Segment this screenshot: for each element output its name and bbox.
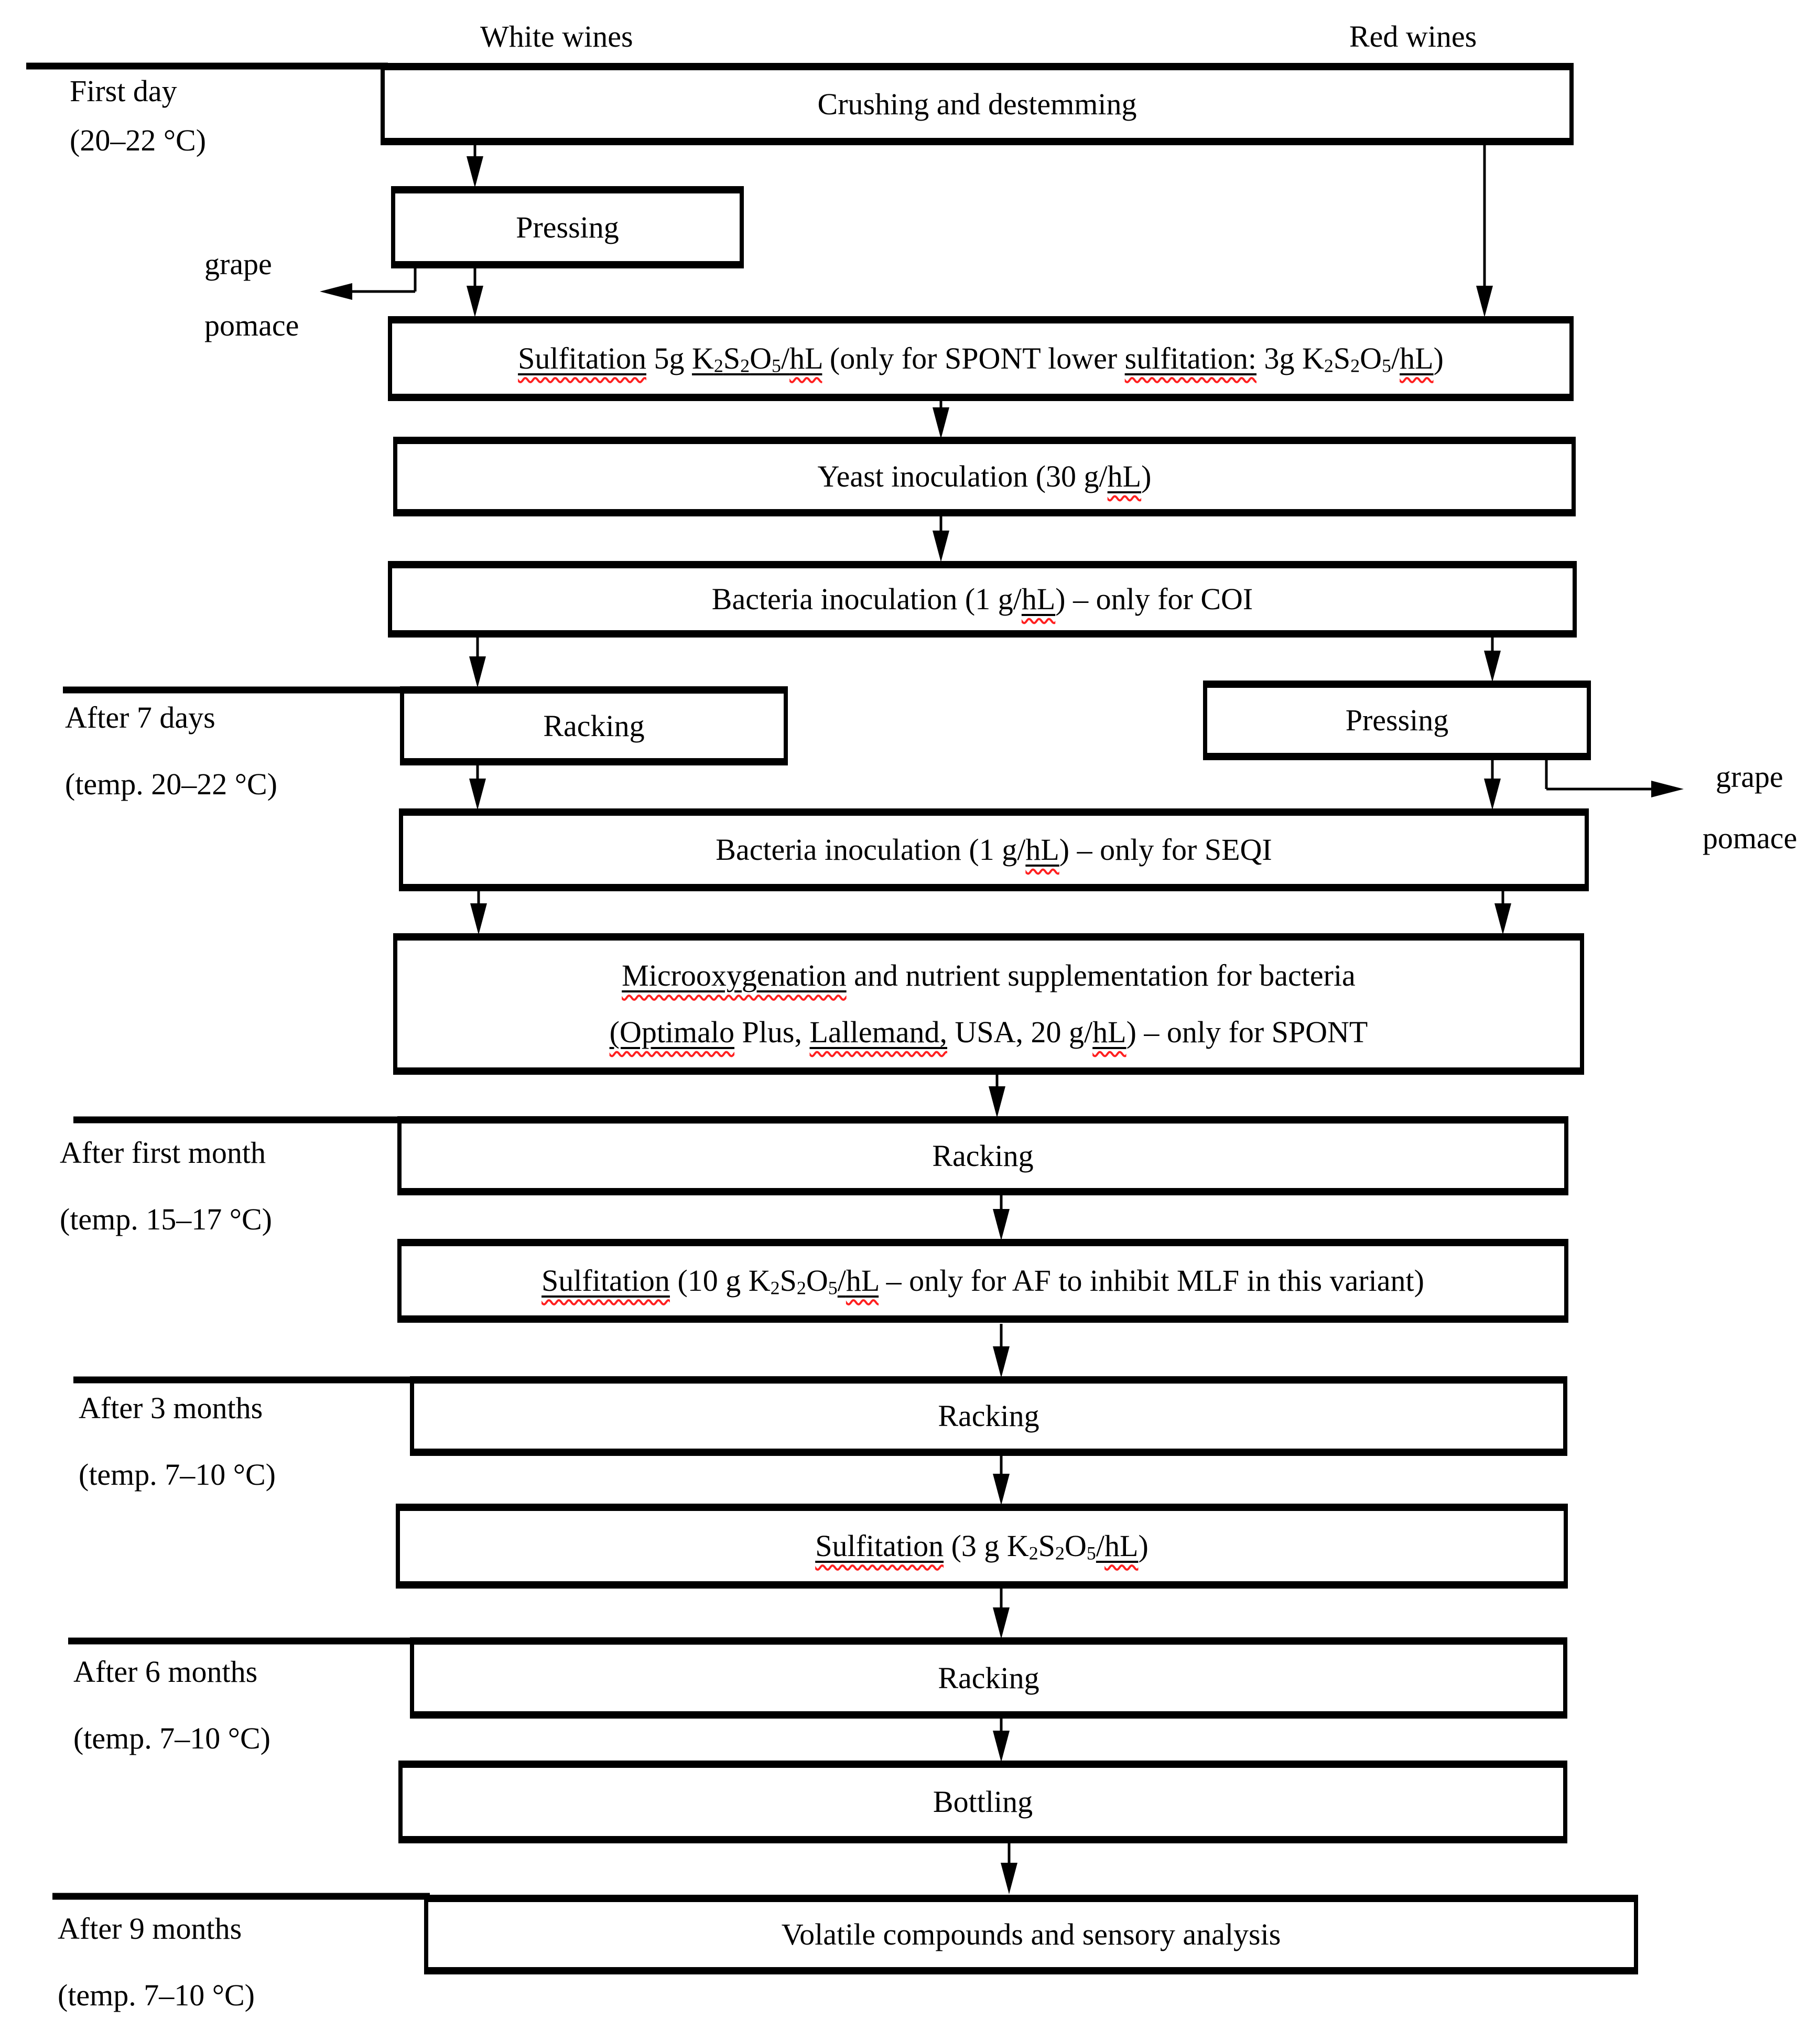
- arrow-racking-to-bottling-head: [993, 1731, 1010, 1762]
- box-label: Racking: [932, 1138, 1034, 1173]
- box-bacteria-inoculation-coi: Bacteria inoculation (1 g/hL) – only for…: [388, 561, 1577, 638]
- byproduct-word: grape: [204, 247, 272, 281]
- arrow-crushing-to-pressing-head: [467, 156, 483, 188]
- arrow-pressing-to-sulfitation-head: [467, 286, 483, 317]
- byproduct-word: pomace: [204, 308, 299, 342]
- timeline-after-3-months: After 3 months (temp. 7–10 °C): [79, 1389, 276, 1494]
- arrow-bacteria-to-racking-head: [469, 656, 486, 688]
- byproduct-label-left: grape pomace: [204, 245, 299, 344]
- timeline-after-9-months: After 9 months (temp. 7–10 °C): [58, 1910, 255, 2014]
- timeline-period: After first month: [60, 1136, 266, 1170]
- box-label: Pressing: [516, 210, 619, 244]
- box-label: Pressing: [1345, 703, 1449, 738]
- box-microoxygenation: Microoxygenation and nutrient supplement…: [393, 933, 1584, 1075]
- box-volatile-sensory-analysis: Volatile compounds and sensory analysis: [424, 1895, 1638, 1974]
- box-pressing-red: Pressing: [1203, 681, 1591, 760]
- timeline-temp: (temp. 7–10 °C): [79, 1457, 276, 1492]
- timeline-period: After 7 days: [65, 700, 215, 735]
- timeline-after-7-days: After 7 days (temp. 20–22 °C): [65, 699, 277, 803]
- box-label: Sulfitation 5g K2S2O5/hL (only for SPONT…: [518, 341, 1444, 376]
- box-yeast-inoculation: Yeast inoculation (30 g/hL): [393, 437, 1576, 516]
- box-label-line2: (Optimalo Plus, Lallemand, USA, 20 g/hL)…: [609, 1015, 1368, 1049]
- arrow-red-wines-to-sulfitation-head: [1476, 286, 1493, 317]
- box-crushing-destemming: Crushing and destemming: [381, 63, 1574, 145]
- box-label: Bacteria inoculation (1 g/hL) – only for…: [711, 582, 1253, 617]
- arrow-pressing-to-pomace-left-head: [320, 283, 352, 300]
- box-label: Bottling: [933, 1785, 1033, 1819]
- arrow-seqi-to-micro-right-head: [1494, 903, 1511, 935]
- arrow-sulf3-to-racking-head: [993, 1607, 1010, 1639]
- timeline-temp: (temp. 7–10 °C): [58, 1978, 255, 2012]
- arrow-seqi-to-micro-left-head: [470, 903, 487, 935]
- arrow-pressing-red-to-seqi-head: [1484, 779, 1501, 810]
- box-sulfitation-3g: Sulfitation (3 g K2S2O5/hL): [396, 1504, 1568, 1589]
- box-racking-first-month: Racking: [397, 1116, 1568, 1195]
- arrow-racking-to-sulf10-head: [993, 1209, 1010, 1240]
- box-sulfitation-10g: Sulfitation (10 g K2S2O5/hL – only for A…: [397, 1239, 1568, 1323]
- box-racking-6-months: Racking: [410, 1637, 1567, 1719]
- arrow-yeast-to-bacteria-head: [933, 531, 949, 562]
- arrow-pressing-red-to-pomace-head: [1651, 781, 1684, 797]
- timeline-after-6-months: After 6 months (temp. 7–10 °C): [73, 1653, 270, 1757]
- byproduct-word: grape: [1716, 760, 1783, 794]
- timeline-temp: (temp. 20–22 °C): [65, 767, 277, 801]
- byproduct-word: pomace: [1703, 821, 1797, 855]
- box-label-line1: Microoxygenation and nutrient supplement…: [622, 958, 1356, 993]
- box-label: Yeast inoculation (30 g/hL): [817, 459, 1152, 494]
- box-label: Racking: [938, 1660, 1039, 1695]
- box-label: Crushing and destemming: [817, 87, 1137, 121]
- arrow-bottling-to-volatile-head: [1001, 1863, 1017, 1894]
- arrow-bacteria-to-pressing-red-head: [1484, 651, 1501, 682]
- timeline-period: After 3 months: [79, 1391, 263, 1425]
- column-label-red-wines: Red wines: [1349, 19, 1477, 53]
- box-bacteria-inoculation-seqi: Bacteria inoculation (1 g/hL) – only for…: [399, 808, 1589, 891]
- box-bottling: Bottling: [398, 1761, 1567, 1843]
- arrow-sulfitation-to-yeast-head: [933, 407, 949, 439]
- box-racking-7-days: Racking: [400, 686, 788, 765]
- box-racking-3-months: Racking: [410, 1376, 1567, 1456]
- timeline-period: After 6 months: [73, 1655, 258, 1689]
- timeline-after-first-month: After first month (temp. 15–17 °C): [60, 1134, 272, 1238]
- box-label: Racking: [938, 1399, 1039, 1433]
- box-pressing-white: Pressing: [391, 186, 744, 268]
- arrow-racking-to-seqi-head: [469, 779, 486, 810]
- timeline-period: After 9 months: [58, 1912, 242, 1946]
- arrow-racking-to-sulf3-head: [993, 1474, 1010, 1505]
- timeline-first-day: First day (20–22 °C): [70, 72, 206, 159]
- timeline-temp: (temp. 7–10 °C): [73, 1721, 270, 1755]
- byproduct-label-right: grape pomace: [1703, 758, 1797, 857]
- box-label: Racking: [543, 708, 645, 743]
- arrow-micro-to-racking-head: [989, 1086, 1005, 1118]
- box-label: Sulfitation (3 g K2S2O5/hL): [815, 1528, 1149, 1564]
- box-label: Volatile compounds and sensory analysis: [781, 1917, 1281, 1952]
- arrow-sulf10-to-racking-head: [993, 1346, 1010, 1378]
- timeline-temp: (20–22 °C): [70, 123, 207, 157]
- timeline-temp: (temp. 15–17 °C): [60, 1202, 272, 1236]
- box-label: Sulfitation (10 g K2S2O5/hL – only for A…: [541, 1263, 1424, 1299]
- timeline-period: First day: [70, 74, 177, 108]
- column-label-white-wines: White wines: [480, 19, 633, 53]
- box-sulfitation-initial: Sulfitation 5g K2S2O5/hL (only for SPONT…: [388, 316, 1574, 401]
- box-label: Bacteria inoculation (1 g/hL) – only for…: [716, 833, 1272, 867]
